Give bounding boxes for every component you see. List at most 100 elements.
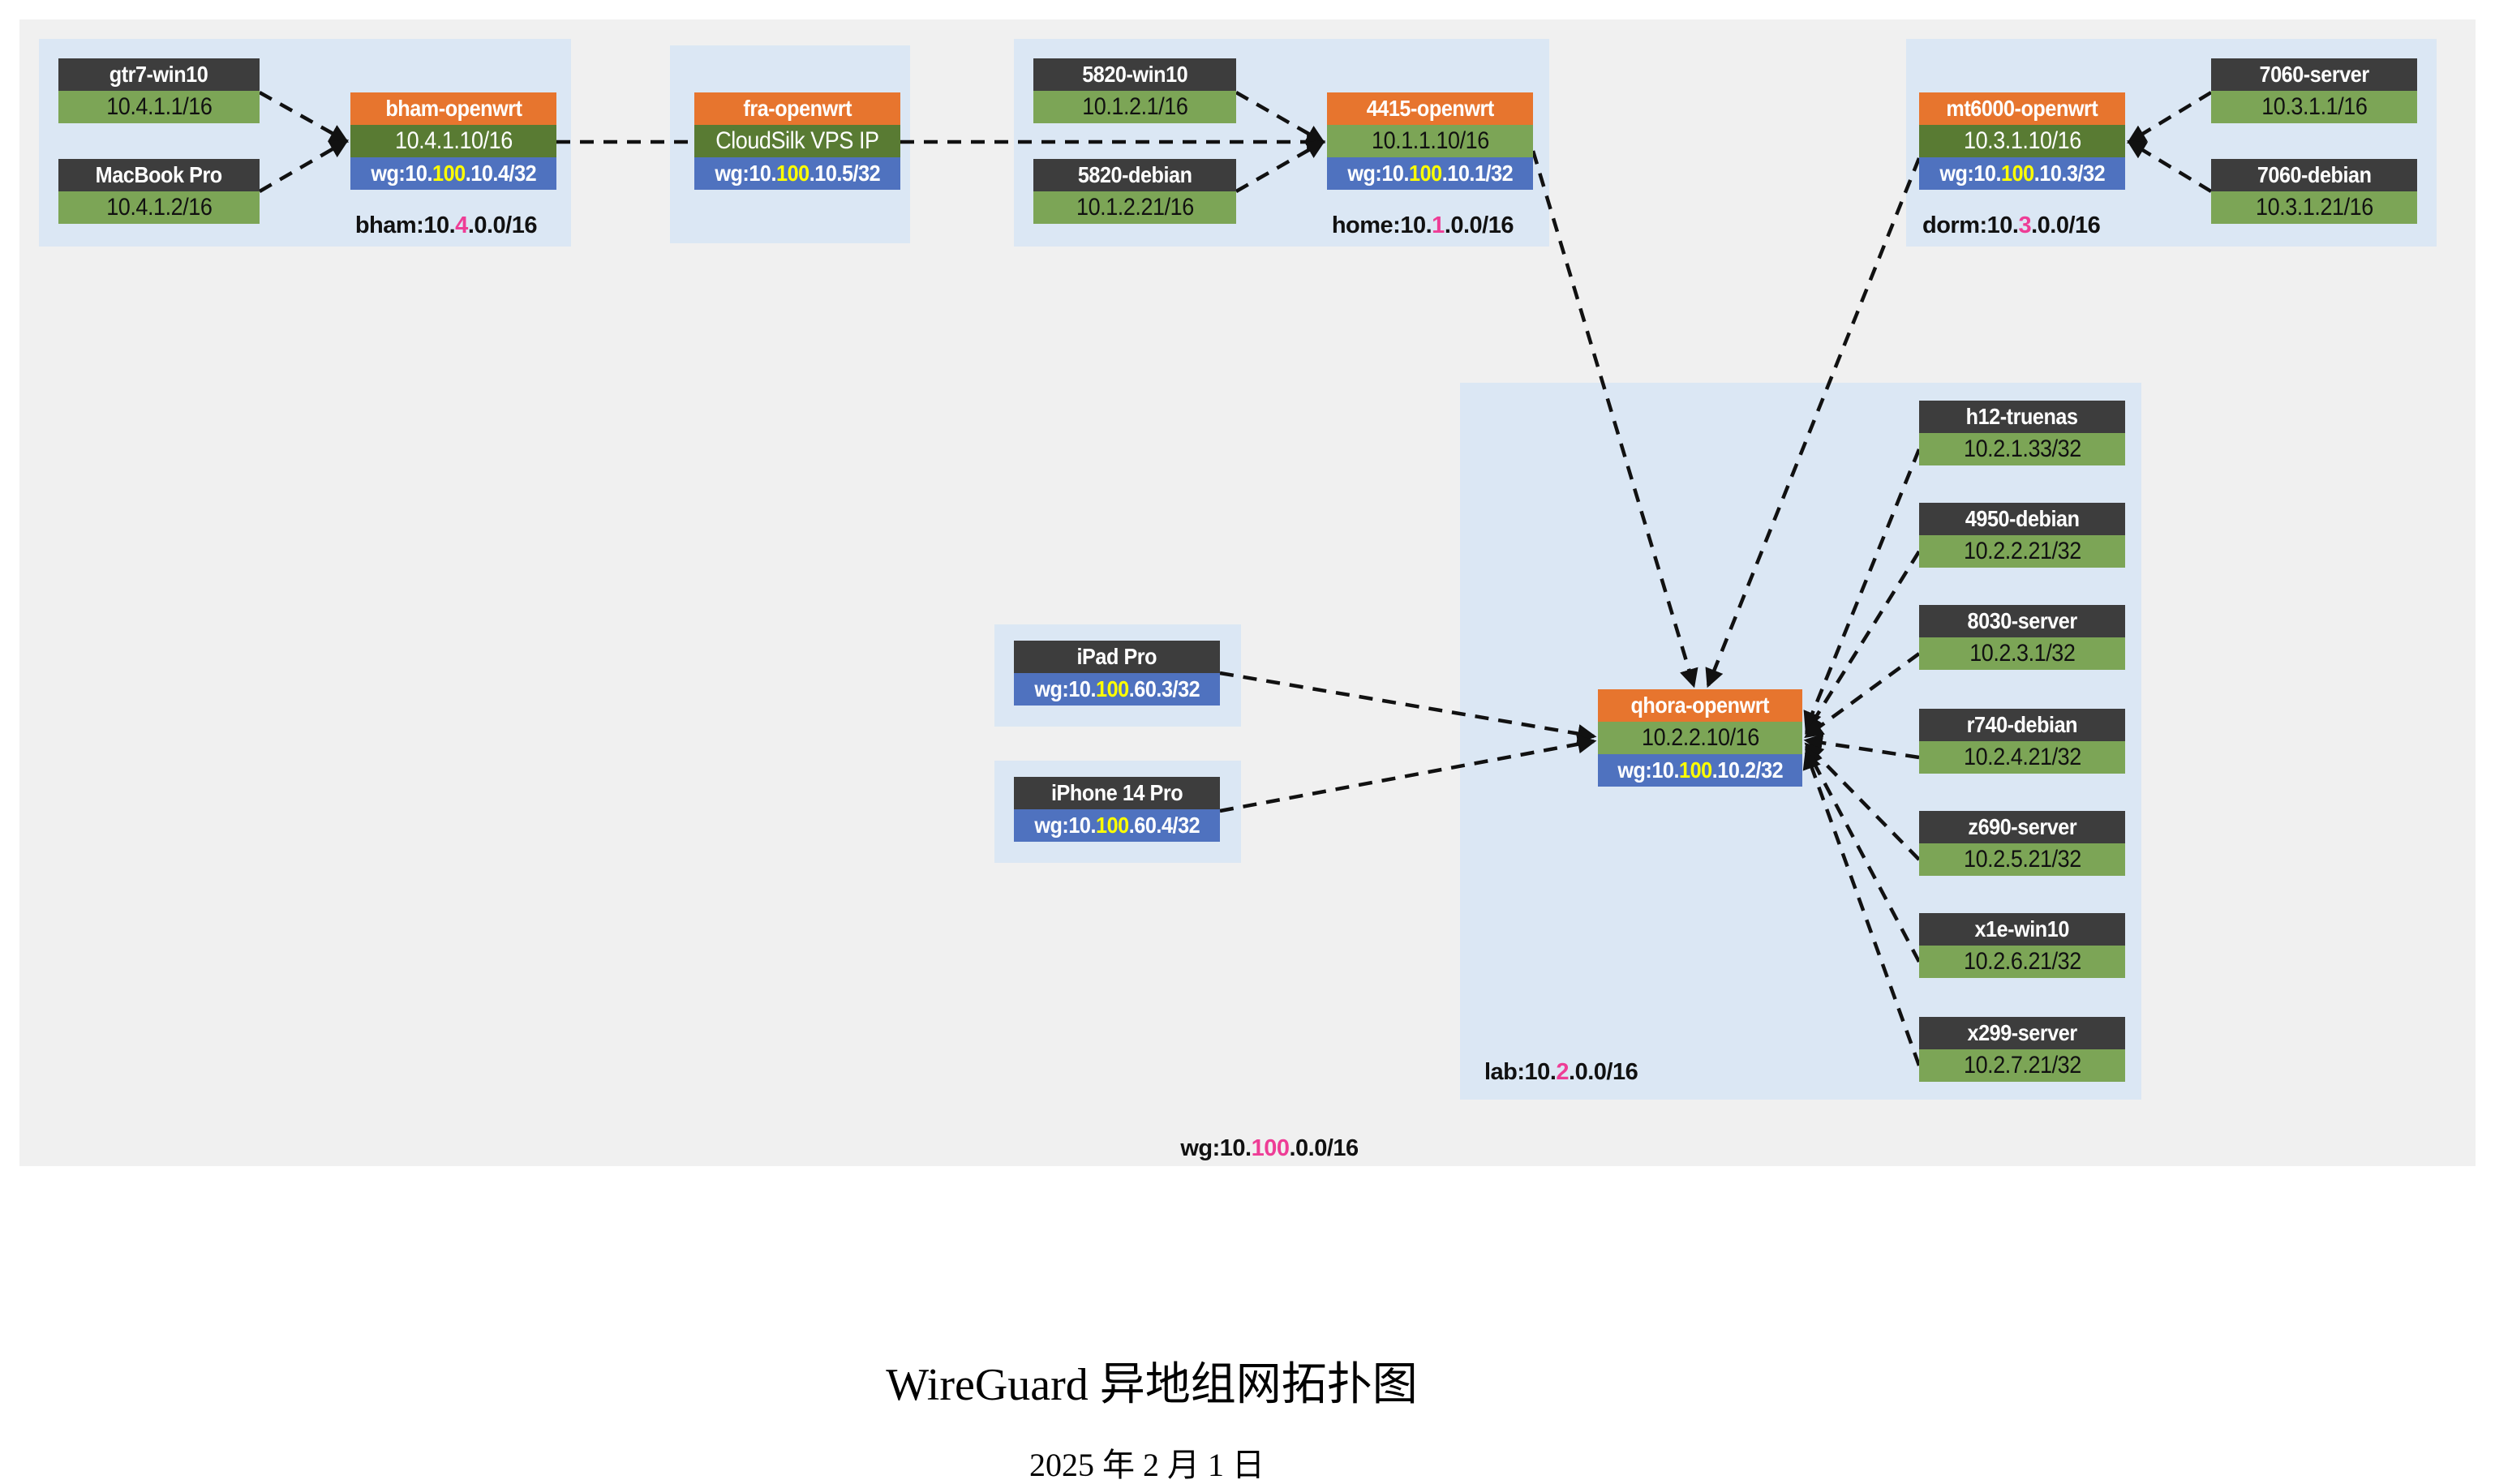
label-highlight: 3	[2018, 212, 2032, 238]
lan-ip-text: 10.2.3.1/32	[1969, 640, 2076, 667]
node-name: z690-server	[1919, 811, 2125, 843]
label-highlight: 100	[1251, 1135, 1290, 1161]
wg-ip-highlight: 100	[1095, 813, 1129, 838]
node-name: 5820-debian	[1033, 159, 1236, 191]
node-z690-server: z690-server 10.2.5.21/32	[1919, 811, 2125, 876]
subnet-label-home: home:10.1.0.0/16	[1332, 212, 1514, 239]
node-name: 4415-openwrt	[1327, 92, 1533, 125]
node-5820-win10: 5820-win10 10.1.2.1/16	[1033, 58, 1236, 123]
node-name-text: r740-debian	[1966, 712, 2078, 737]
node-name: 4950-debian	[1919, 503, 2125, 535]
node-name-text: bham-openwrt	[384, 96, 522, 121]
node-lan-ip: 10.3.1.10/16	[1919, 125, 2125, 157]
node-lan-ip: 10.1.1.10/16	[1327, 125, 1533, 157]
node-name: fra-openwrt	[694, 92, 900, 125]
node-wg-ip: wg:10.100.60.4/32	[1014, 809, 1220, 842]
node-name: 8030-server	[1919, 605, 2125, 637]
node-lan-ip: 10.2.2.10/16	[1598, 722, 1802, 754]
page-date: 2025 年 2 月 1 日	[1029, 1447, 1265, 1483]
lan-ip-text: 10.2.6.21/32	[1963, 948, 2081, 975]
wg-ip-pre: wg:10.	[371, 161, 432, 186]
node-name-text: h12-truenas	[1966, 404, 2078, 429]
lan-ip-text: 10.2.7.21/32	[1963, 1052, 2081, 1079]
lan-ip-text: 10.2.2.10/16	[1641, 724, 1759, 751]
wg-ip-post: .10.1/32	[1441, 161, 1513, 186]
node-lan-ip: 10.3.1.21/16	[2211, 191, 2417, 224]
node-gtr7-win10: gtr7-win10 10.4.1.1/16	[58, 58, 260, 123]
wg-ip-highlight: 100	[1095, 676, 1129, 701]
node-name: qhora-openwrt	[1598, 689, 1802, 722]
page-title: WireGuard 异地组网拓扑图	[886, 1360, 1418, 1410]
node-name: 7060-server	[2211, 58, 2417, 91]
label-highlight: 4	[455, 212, 468, 238]
node-lan-ip: 10.4.1.2/16	[58, 191, 260, 224]
wg-ip-pre: wg:10.	[1939, 161, 2001, 186]
node-macbook-pro: MacBook Pro 10.4.1.2/16	[58, 159, 260, 224]
node-lan-ip: 10.2.6.21/32	[1919, 946, 2125, 978]
node-5820-debian: 5820-debian 10.1.2.21/16	[1033, 159, 1236, 224]
wg-ip-text: wg:10.100.10.4/32	[371, 161, 536, 187]
node-lan-ip: 10.1.2.21/16	[1033, 191, 1236, 224]
wg-ip-text: wg:10.100.60.4/32	[1034, 813, 1200, 839]
node-lan-ip: 10.4.1.1/16	[58, 91, 260, 123]
node-name-text: z690-server	[1968, 814, 2076, 839]
wg-ip-highlight: 100	[775, 161, 809, 186]
lan-ip-text: 10.2.2.21/32	[1963, 538, 2081, 564]
node-name: r740-debian	[1919, 709, 2125, 741]
node-name-text: fra-openwrt	[743, 96, 852, 121]
node-h12-truenas: h12-truenas 10.2.1.33/32	[1919, 401, 2125, 465]
node-wg-ip: wg:10.100.10.3/32	[1919, 157, 2125, 190]
lan-ip-text: CloudSilk VPS IP	[715, 127, 879, 154]
label-post: .0.0/16	[1289, 1135, 1359, 1161]
node-name-text: 5820-debian	[1077, 162, 1192, 187]
node-wg-ip: wg:10.100.10.1/32	[1327, 157, 1533, 190]
lan-ip-text: 10.3.1.10/16	[1963, 127, 2081, 154]
node-name: h12-truenas	[1919, 401, 2125, 433]
node-lan-ip: 10.2.7.21/32	[1919, 1049, 2125, 1082]
node-4950-debian: 4950-debian 10.2.2.21/32	[1919, 503, 2125, 568]
node-lan-ip: 10.4.1.10/16	[350, 125, 556, 157]
subnet-label-lab: lab:10.2.0.0/16	[1484, 1059, 1638, 1086]
node-wg-ip: wg:10.100.60.3/32	[1014, 673, 1220, 706]
node-name: x299-server	[1919, 1017, 2125, 1049]
node-name: 5820-win10	[1033, 58, 1236, 91]
wg-ip-text: wg:10.100.10.5/32	[715, 161, 880, 187]
node-x1e-win10: x1e-win10 10.2.6.21/32	[1919, 913, 2125, 978]
node-x299-server: x299-server 10.2.7.21/32	[1919, 1017, 2125, 1082]
node-lan-ip: 10.2.3.1/32	[1919, 637, 2125, 670]
lan-ip-text: 10.1.2.1/16	[1081, 93, 1188, 120]
wg-ip-text: wg:10.100.10.3/32	[1939, 161, 2105, 187]
node-wg-ip: wg:10.100.10.4/32	[350, 157, 556, 190]
wg-ip-post: .10.3/32	[2033, 161, 2105, 186]
lan-ip-text: 10.2.1.33/32	[1963, 435, 2081, 462]
wg-ip-text: wg:10.100.10.1/32	[1347, 161, 1513, 187]
subnet-label-bham: bham:10.4.0.0/16	[354, 212, 538, 239]
wg-ip-highlight: 100	[2000, 161, 2034, 186]
node-name-text: 4950-debian	[1965, 506, 2080, 531]
wg-ip-pre: wg:10.	[1034, 676, 1096, 701]
node-lan-ip: 10.3.1.1/16	[2211, 91, 2417, 123]
label-post: .0.0/16	[467, 212, 538, 238]
subnet-label-dorm: dorm:10.3.0.0/16	[1922, 212, 2101, 239]
topology-diagram: gtr7-win10 10.4.1.1/16 MacBook Pro 10.4.…	[19, 19, 2476, 1166]
node-name: MacBook Pro	[58, 159, 260, 191]
node-name-text: gtr7-win10	[110, 62, 208, 87]
label-post: .0.0/16	[2031, 212, 2101, 238]
node-name-text: 8030-server	[1967, 608, 2077, 633]
node-name-text: x299-server	[1967, 1020, 2077, 1045]
node-name-text: iPhone 14 Pro	[1050, 780, 1183, 805]
node-bham-openwrt: bham-openwrt 10.4.1.10/16 wg:10.100.10.4…	[350, 92, 556, 190]
node-name-text: 4415-openwrt	[1366, 96, 1494, 121]
node-qhora-openwrt: qhora-openwrt 10.2.2.10/16 wg:10.100.10.…	[1598, 689, 1802, 787]
label-pre: bham:10.	[354, 212, 456, 238]
subnet-label-wireguard: wg:10.100.0.0/16	[1180, 1135, 1359, 1162]
lan-ip-text: 10.2.5.21/32	[1963, 846, 2081, 873]
label-post: .0.0/16	[1569, 1059, 1638, 1085]
node-lan-ip: 10.2.2.21/32	[1919, 535, 2125, 568]
node-8030-server: 8030-server 10.2.3.1/32	[1919, 605, 2125, 670]
node-name: iPhone 14 Pro	[1014, 777, 1220, 809]
node-r740-debian: r740-debian 10.2.4.21/32	[1919, 709, 2125, 774]
node-4415-openwrt: 4415-openwrt 10.1.1.10/16 wg:10.100.10.1…	[1327, 92, 1533, 190]
wg-ip-highlight: 100	[1408, 161, 1442, 186]
node-name: 7060-debian	[2211, 159, 2417, 191]
